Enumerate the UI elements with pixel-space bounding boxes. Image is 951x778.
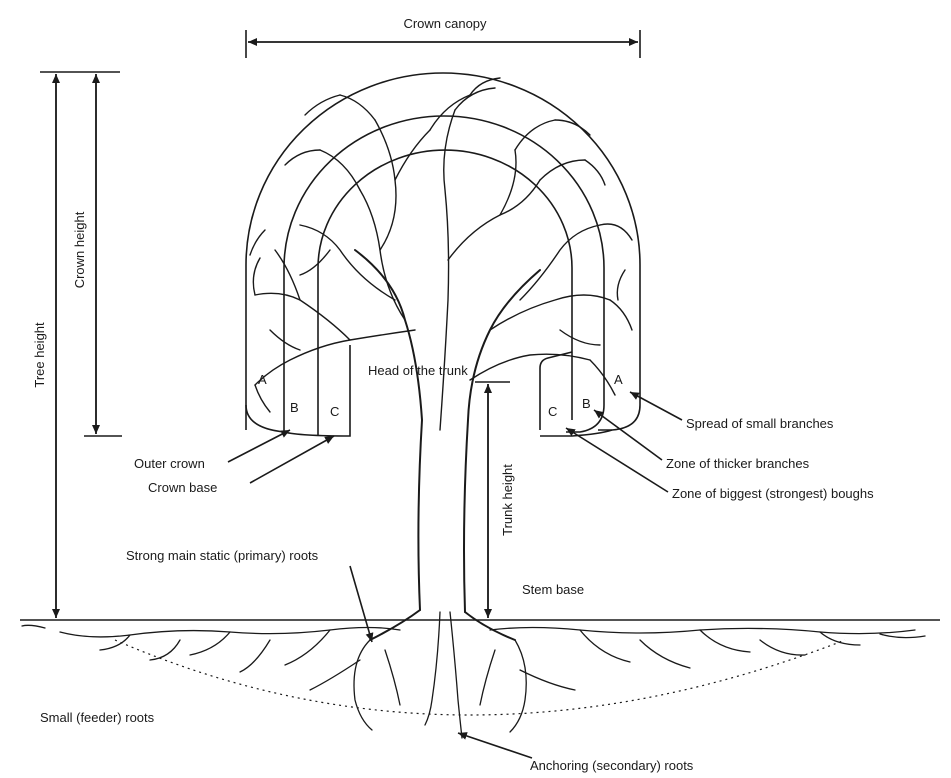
zone-b-right: B <box>582 396 591 411</box>
trunk-height-label: Trunk height <box>500 464 515 536</box>
leader-arrows <box>228 392 682 758</box>
tree-height-dimension <box>40 72 120 618</box>
small-roots-label: Small (feeder) roots <box>40 710 155 725</box>
zone-biggest-boughs-label: Zone of biggest (strongest) boughs <box>672 486 874 501</box>
crown-canopy-dimension <box>246 30 640 58</box>
zone-a-left: A <box>258 372 267 387</box>
zone-thicker-branches-label: Zone of thicker branches <box>666 456 810 471</box>
zone-c-right: C <box>548 404 557 419</box>
zone-c-left: C <box>330 404 339 419</box>
tree-height-label: Tree height <box>32 322 47 388</box>
crown-base-label: Crown base <box>148 480 217 495</box>
crown-height-dimension <box>84 74 122 436</box>
outer-crown-label: Outer crown <box>134 456 205 471</box>
ground <box>20 620 940 715</box>
crown-height-label: Crown height <box>72 211 87 288</box>
roots <box>22 612 925 738</box>
spread-small-branches-label: Spread of small branches <box>686 416 834 431</box>
head-of-trunk-label: Head of the trunk <box>368 363 468 378</box>
strong-roots-label: Strong main static (primary) roots <box>126 548 319 563</box>
left-base-arc <box>246 405 284 432</box>
zone-b-left: B <box>290 400 299 415</box>
zone-a-right: A <box>614 372 623 387</box>
crown-canopy-label: Crown canopy <box>403 16 487 31</box>
anchoring-roots-label: Anchoring (secondary) roots <box>530 758 694 773</box>
stem-base-label: Stem base <box>522 582 584 597</box>
